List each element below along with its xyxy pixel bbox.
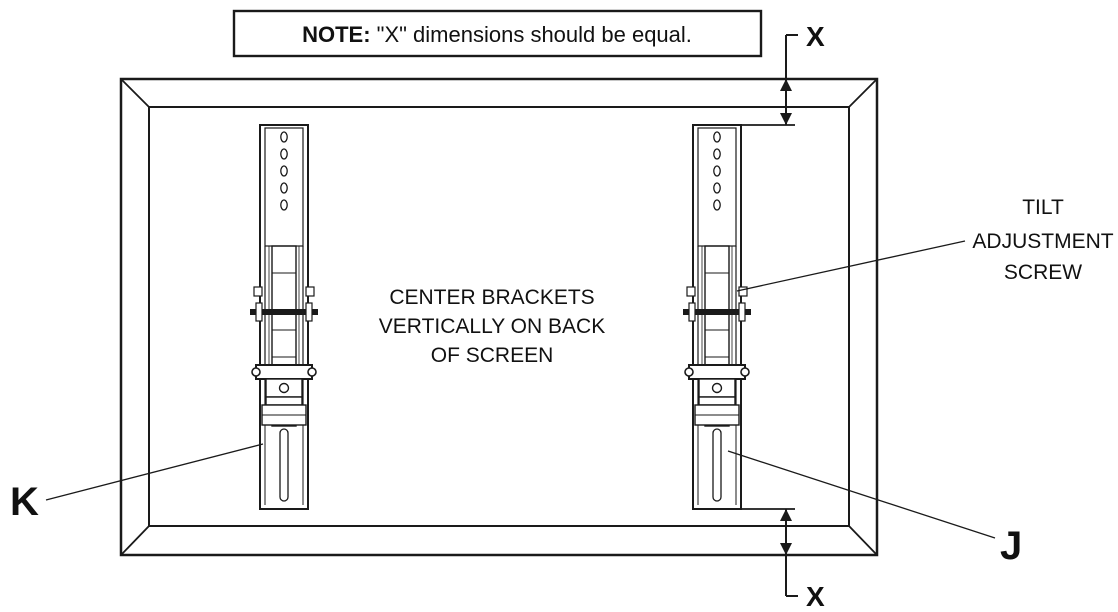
center-text-line-2: VERTICALLY ON BACK [379, 315, 605, 338]
tilt-text-line-2: ADJUSTMENT [972, 230, 1113, 253]
x-label-bottom: X [806, 581, 825, 612]
k-callout: K [10, 443, 264, 524]
note-text: NOTE: "X" dimensions should be equal. [302, 22, 692, 47]
j-callout: J [727, 450, 1022, 568]
center-instruction: CENTER BRACKETS VERTICALLY ON BACK OF SC… [379, 286, 605, 367]
left-bracket [249, 124, 319, 510]
center-text-line-1: CENTER BRACKETS [389, 286, 594, 309]
center-text-line-3: OF SCREEN [431, 344, 554, 367]
j-label: J [1000, 524, 1022, 568]
note-body: "X" dimensions should be equal. [371, 22, 692, 47]
right-bracket [682, 124, 752, 510]
note-prefix: NOTE: [302, 22, 370, 47]
note-box: NOTE: "X" dimensions should be equal. [232, 9, 763, 58]
tilt-text-line-1: TILT [1022, 196, 1064, 219]
tilt-adjustment-callout: TILT ADJUSTMENT SCREW [736, 196, 1114, 292]
tilt-text-line-3: SCREW [1004, 261, 1082, 284]
x-label-top: X [806, 21, 825, 52]
dimension-x-top: X [741, 21, 825, 126]
k-label: K [10, 480, 39, 524]
dimension-x-bottom: X [741, 508, 825, 612]
